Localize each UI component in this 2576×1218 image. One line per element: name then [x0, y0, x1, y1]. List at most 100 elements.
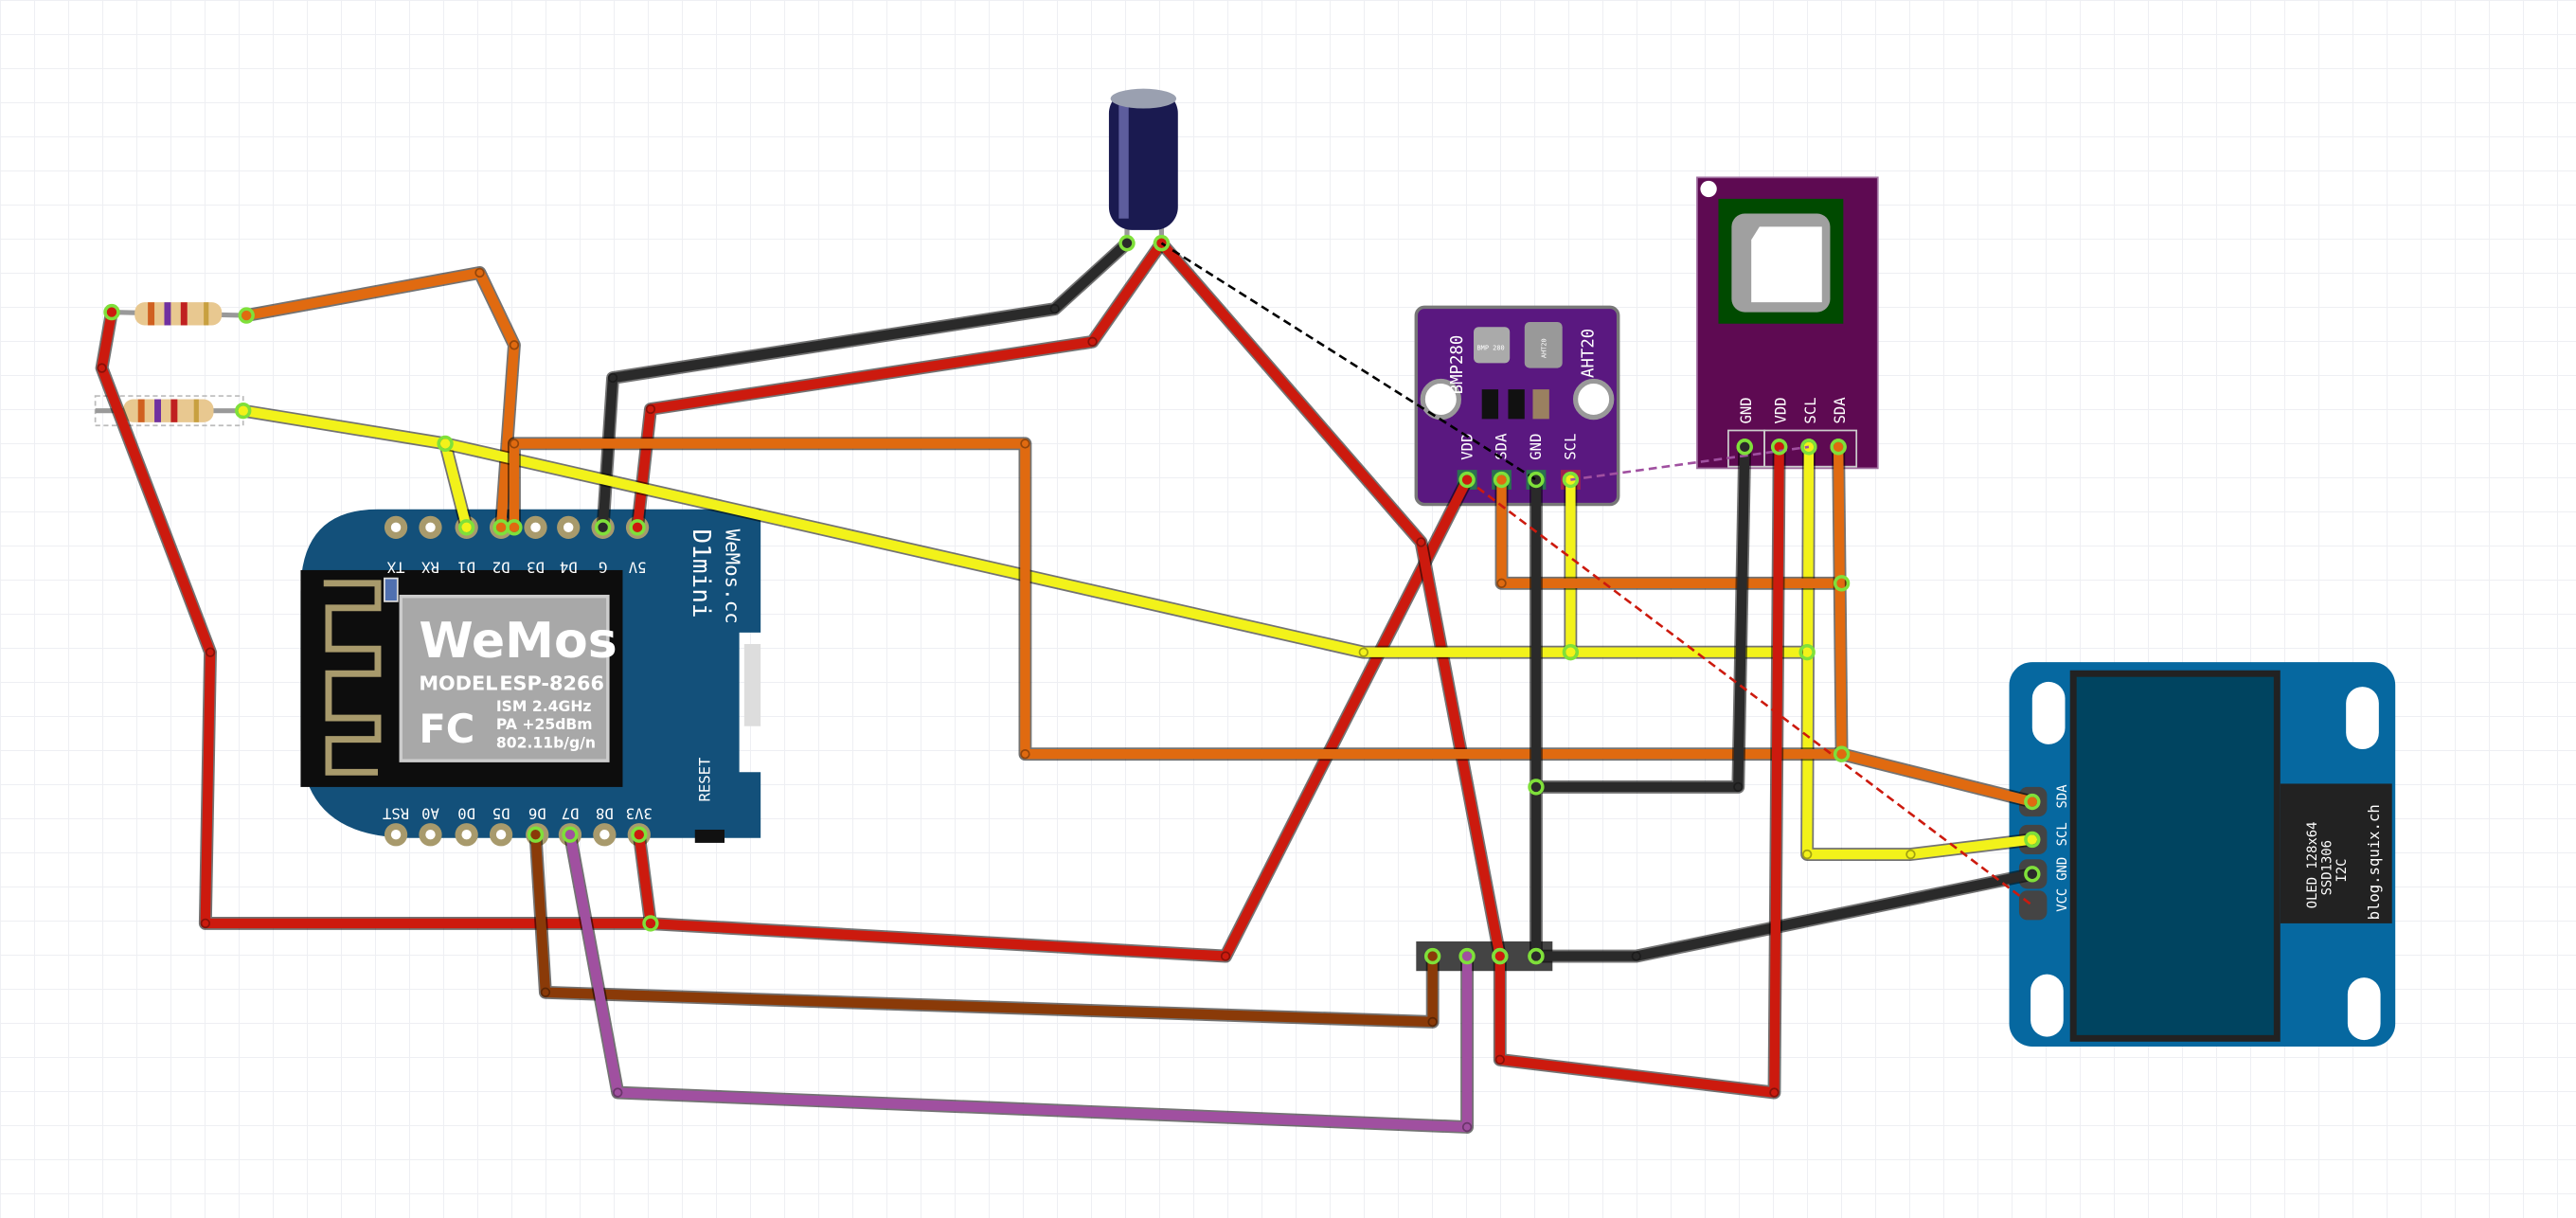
resistor-1[interactable]	[111, 302, 247, 326]
wire-bendpoint[interactable]	[645, 403, 656, 415]
wire-bendpoint[interactable]	[509, 340, 520, 350]
wire-bendpoint[interactable]	[509, 439, 520, 449]
yellow-wire[interactable]	[1801, 441, 2038, 860]
wire-endpoint[interactable]	[457, 519, 475, 536]
sensor-pin-label: GND	[1738, 397, 1755, 423]
wire-bendpoint[interactable]	[1769, 1087, 1780, 1098]
wire-bendpoint[interactable]	[1049, 303, 1060, 314]
bmp-chip-label: BMP 280	[1476, 344, 1504, 351]
wire-bendpoint[interactable]	[97, 363, 107, 373]
wire-endpoint[interactable]	[1492, 947, 1509, 965]
usb-port	[743, 644, 761, 726]
wire-bendpoint[interactable]	[1416, 537, 1426, 547]
orange-wire[interactable]	[1833, 441, 1847, 760]
board-name: D1mini	[687, 529, 715, 618]
wire-endpoint[interactable]	[1771, 439, 1788, 456]
bmp-pin-label: GND	[1528, 434, 1545, 460]
sensor-pin-label: SCL	[1802, 397, 1819, 423]
wire-bendpoint[interactable]	[200, 918, 211, 929]
wemos-pin-label: D8	[596, 804, 614, 821]
wire-bendpoint[interactable]	[1358, 647, 1369, 657]
wire-endpoint[interactable]	[1562, 471, 1580, 489]
wire-endpoint[interactable]	[1562, 644, 1580, 661]
black-wire[interactable]	[598, 238, 1133, 533]
wire-endpoint[interactable]	[1736, 439, 1753, 456]
wire-bendpoint[interactable]	[205, 647, 216, 657]
red-wire[interactable]	[1494, 441, 1784, 1098]
wire-bendpoint[interactable]	[1220, 951, 1231, 961]
wire-bendpoint[interactable]	[613, 1087, 623, 1098]
purple-wire[interactable]	[564, 830, 1473, 1133]
model-label: MODEL	[419, 672, 497, 695]
wire-endpoint[interactable]	[631, 826, 648, 843]
wire-bendpoint[interactable]	[1087, 336, 1098, 348]
wire-endpoint[interactable]	[527, 826, 545, 843]
wire-bendpoint[interactable]	[1496, 578, 1507, 589]
wire-bendpoint[interactable]	[1733, 781, 1744, 793]
fcc-logo: FC	[419, 706, 474, 752]
oled-pin-label: SDA	[2055, 784, 2070, 809]
wire-endpoint[interactable]	[1528, 471, 1545, 489]
oled-label-bus: I2C	[2334, 858, 2350, 882]
wire-bendpoint[interactable]	[1020, 749, 1030, 760]
reset-button[interactable]	[694, 830, 725, 843]
wire-endpoint[interactable]	[1493, 471, 1511, 489]
wire-endpoint[interactable]	[235, 403, 252, 420]
orange-wire[interactable]	[242, 267, 520, 533]
wire-bendpoint[interactable]	[1494, 1054, 1505, 1066]
wire-endpoint[interactable]	[2024, 866, 2041, 883]
wire-endpoint[interactable]	[594, 519, 612, 536]
black-wire[interactable]	[1530, 869, 2038, 961]
wires	[95, 236, 2039, 1134]
wire-endpoint[interactable]	[1528, 779, 1545, 796]
wire-bendpoint[interactable]	[540, 987, 551, 997]
bmp-pin-label: SDA	[1494, 433, 1511, 460]
wemos-d1-mini-board[interactable]: WeMos MODEL ESP-8266 FC ISM 2.4GHz PA +2…	[300, 509, 761, 847]
wire-endpoint[interactable]	[629, 519, 646, 536]
wire-bendpoint[interactable]	[474, 267, 485, 278]
wire-endpoint[interactable]	[1423, 947, 1441, 965]
wire-endpoint[interactable]	[642, 915, 659, 932]
wire-endpoint[interactable]	[1458, 947, 1476, 965]
wire-endpoint[interactable]	[238, 307, 255, 324]
wire-bendpoint[interactable]	[1020, 439, 1030, 449]
wire-endpoint[interactable]	[2024, 831, 2041, 849]
orange-wire[interactable]	[509, 439, 2038, 807]
bmp-pin-label: SCL	[1563, 434, 1580, 460]
brown-wire[interactable]	[530, 830, 1438, 1028]
wire-endpoint[interactable]	[1153, 235, 1171, 252]
oled-display-module[interactable]: OLED 128x64 SSD1306 I2C blog.squix.ch SD…	[2009, 662, 2396, 1048]
wire-bendpoint[interactable]	[1461, 1121, 1473, 1133]
wire-endpoint[interactable]	[1800, 439, 1817, 456]
wire-bendpoint[interactable]	[607, 372, 618, 384]
red-wire[interactable]	[632, 238, 1167, 533]
wire-endpoint[interactable]	[506, 519, 523, 536]
red-wire[interactable]	[634, 830, 656, 929]
electrolytic-capacitor[interactable]	[1108, 88, 1178, 243]
wire-bendpoint[interactable]	[1905, 849, 1916, 860]
wire-endpoint[interactable]	[1833, 575, 1851, 592]
ratsnest-scl	[1570, 445, 1810, 481]
wire-endpoint[interactable]	[437, 435, 454, 453]
oled-pin-vcc[interactable]	[2018, 890, 2048, 921]
bmp-pin-label: VDD	[1458, 434, 1476, 460]
oled-pin-label: VCC	[2055, 888, 2070, 912]
oled-screen	[2076, 676, 2274, 1035]
reset-label: RESET	[696, 757, 713, 802]
wire-endpoint[interactable]	[562, 826, 579, 843]
wire-bendpoint[interactable]	[1801, 849, 1813, 860]
wire-endpoint[interactable]	[1458, 471, 1476, 489]
wire-endpoint[interactable]	[1830, 439, 1847, 456]
oled-label-driver: SSD1306	[2320, 840, 2335, 895]
wire-endpoint[interactable]	[103, 303, 120, 321]
wire-bendpoint[interactable]	[1631, 951, 1641, 961]
wire-endpoint[interactable]	[1118, 235, 1136, 252]
wire-endpoint[interactable]	[1833, 745, 1851, 762]
wire-endpoint[interactable]	[1798, 644, 1816, 661]
wire-endpoint[interactable]	[1528, 947, 1545, 965]
wire-endpoint[interactable]	[2024, 793, 2041, 811]
wire-bendpoint[interactable]	[1427, 1016, 1438, 1028]
model-value: ESP-8266	[499, 672, 604, 695]
